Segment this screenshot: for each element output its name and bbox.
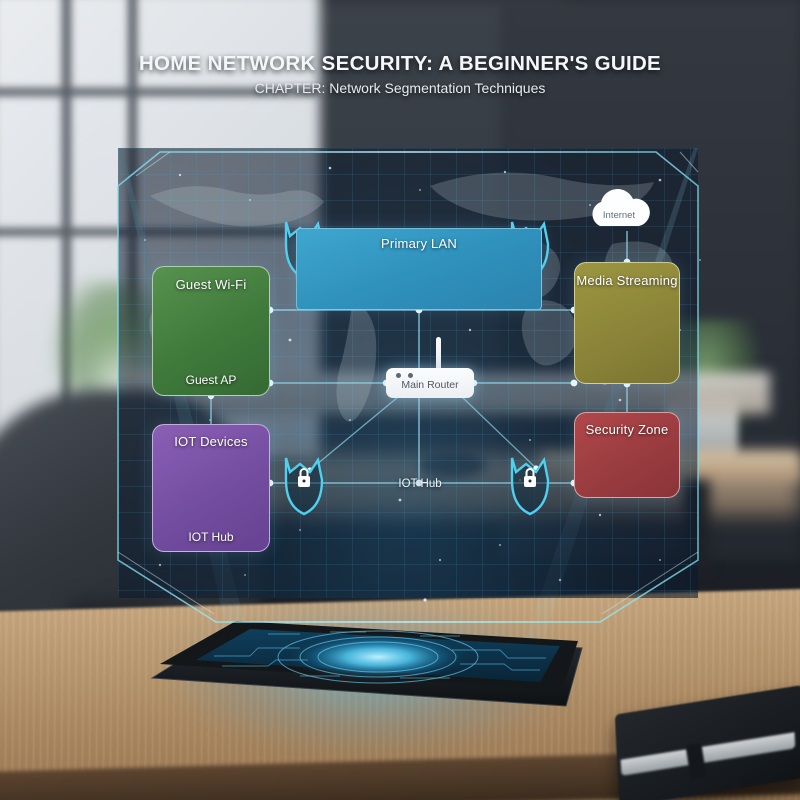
node-iot-devices-sublabel: IOT Hub — [188, 530, 234, 544]
node-security-zone[interactable]: Security Zone — [574, 412, 680, 498]
node-guest-wifi-label: Guest Wi-Fi — [175, 277, 247, 292]
node-guest-wifi[interactable]: Guest Wi-Fi Guest AP — [152, 266, 270, 396]
node-main-router[interactable]: Main Router — [386, 368, 474, 398]
window-mullion-horizontal — [0, 88, 320, 96]
router-antenna-icon — [436, 337, 441, 371]
node-main-router-label: Main Router — [401, 379, 459, 391]
node-iot-devices-label: IOT Devices — [174, 434, 248, 449]
node-security-zone-label: Security Zone — [585, 422, 669, 437]
node-primary-lan-label: Primary LAN — [381, 236, 457, 251]
projector-circuit-traces — [214, 631, 546, 679]
router-led — [396, 373, 401, 378]
projector-circuit-rings — [277, 630, 479, 684]
node-guest-wifi-sublabel: Guest AP — [185, 373, 237, 387]
page-subtitle: CHAPTER: Network Segmentation Techniques — [254, 80, 546, 96]
node-iot-devices[interactable]: IOT Devices IOT Hub — [152, 424, 270, 552]
node-media-streaming[interactable]: Media Streaming — [574, 262, 680, 384]
node-primary-lan[interactable]: Primary LAN — [296, 228, 542, 310]
node-internet[interactable]: Internet — [586, 193, 652, 231]
node-media-streaming-label: Media Streaming — [576, 273, 678, 288]
router-led — [408, 373, 413, 378]
projector-core-glow — [286, 633, 470, 681]
page-title: HOME NETWORK SECURITY: A BEGINNER'S GUID… — [138, 52, 662, 75]
node-internet-label: Internet — [602, 210, 636, 221]
iot-hub-zone-label: IOT Hub — [398, 478, 442, 490]
